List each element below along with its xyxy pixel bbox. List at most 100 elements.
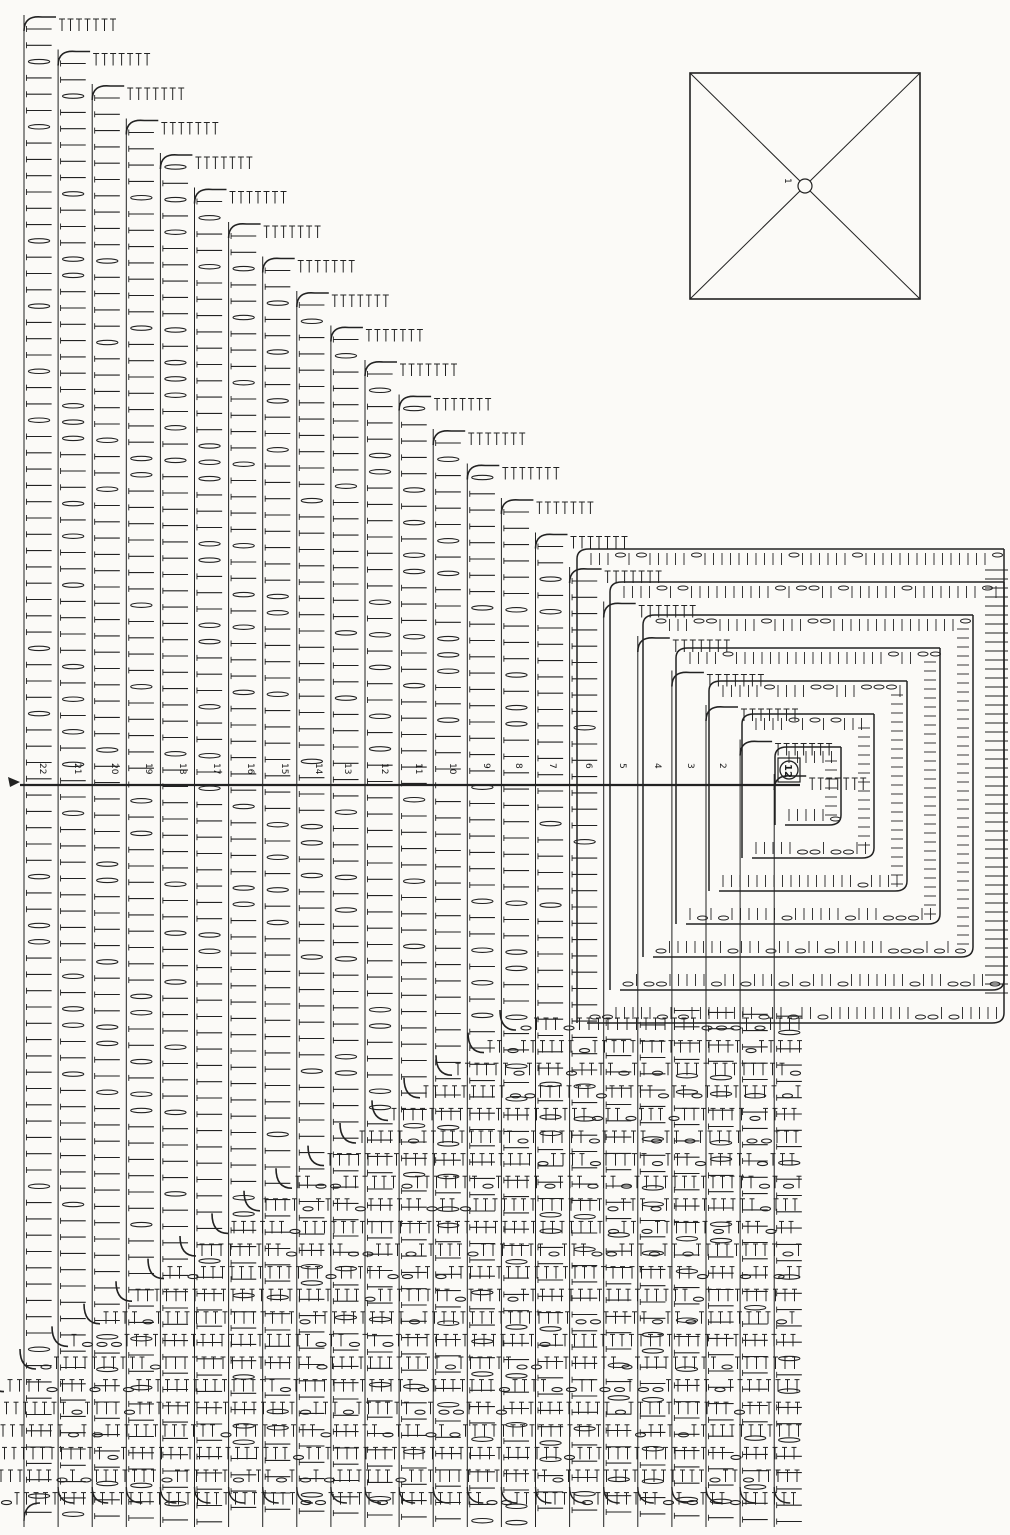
chain-loop-icon — [301, 498, 322, 502]
chain-loop-icon — [28, 923, 49, 927]
turn-loop-icon — [244, 1191, 260, 1211]
chain-loop-icon — [165, 426, 186, 430]
chain-loop-icon — [267, 1409, 288, 1413]
stitch-row — [0, 1372, 800, 1392]
chain-loop-icon — [388, 1275, 398, 1279]
chain-loop-icon — [540, 1342, 550, 1346]
chain-loop-icon — [472, 1437, 493, 1441]
chain-loop-icon — [233, 1440, 254, 1444]
chain-loop-icon — [746, 1049, 756, 1053]
chain-loop-icon — [233, 315, 254, 319]
turn-loop-icon — [0, 1372, 4, 1392]
chain-loop-icon — [642, 1398, 663, 1402]
chain-loop-icon — [745, 1485, 766, 1489]
top-edge-stitches — [93, 54, 150, 66]
chain-loop-icon — [165, 1110, 186, 1114]
chain-loop-icon — [564, 1026, 574, 1030]
chain-loop-icon — [438, 539, 459, 543]
chain-loop-icon — [588, 1184, 598, 1188]
chain-loop-icon — [63, 1202, 84, 1206]
chain-loop-icon — [626, 1116, 636, 1120]
chain-loop-icon — [506, 722, 527, 726]
top-edge-stitches — [127, 88, 184, 100]
chain-loop-icon — [438, 718, 459, 722]
chain-loop-icon — [511, 1094, 521, 1098]
chain-loop-icon — [69, 1433, 79, 1437]
chain-loop-icon — [97, 1025, 118, 1029]
chain-loop-icon — [28, 940, 49, 944]
chain-loop-icon — [233, 1375, 254, 1379]
chain-loop-icon — [63, 436, 84, 440]
chain-loop-icon — [483, 1184, 493, 1188]
chain-loop-icon — [300, 1320, 310, 1324]
chain-loop-icon — [301, 955, 322, 959]
chain-loop-icon — [518, 1139, 528, 1143]
stitch-row — [148, 1259, 802, 1279]
chain-loop-icon — [438, 571, 459, 575]
chain-loop-icon — [506, 1260, 527, 1264]
chain-loop-icon — [63, 1072, 84, 1076]
chain-loop-icon — [97, 748, 118, 752]
chain-loop-icon — [642, 1479, 663, 1483]
stitch-row — [0, 1394, 800, 1414]
chain-loop-icon — [165, 1045, 186, 1049]
chain-loop-icon — [438, 1403, 459, 1407]
chain-loop-icon — [28, 239, 49, 243]
chain-loop-icon — [287, 1252, 297, 1256]
chain-loop-icon — [567, 1388, 577, 1392]
chain-loop-icon — [221, 1433, 231, 1437]
chain-loop-icon — [131, 1337, 152, 1341]
chain-loop-icon — [608, 1396, 629, 1400]
chain-loop-icon — [783, 1252, 793, 1256]
top-edge-stitches — [502, 468, 559, 480]
chain-loop-icon — [779, 1161, 800, 1165]
chain-loop-icon — [722, 1365, 732, 1369]
chain-loop-icon — [63, 534, 84, 538]
chain-loop-icon — [301, 1493, 322, 1497]
chain-loop-icon — [540, 1441, 561, 1445]
chain-loop-icon — [438, 636, 459, 640]
chain-loop-icon — [165, 752, 186, 756]
chain-loop-icon — [28, 711, 49, 715]
chain-loop-icon — [267, 692, 288, 696]
chain-loop-icon — [131, 1108, 152, 1112]
chain-loop-icon — [369, 600, 390, 604]
chain-loop-icon — [506, 608, 527, 612]
chain-loop-icon — [369, 470, 390, 474]
top-edge-stitches — [366, 330, 423, 342]
top-edge-stitches — [434, 399, 491, 411]
chain-loop-icon — [131, 1011, 152, 1015]
chain-loop-icon — [552, 1388, 562, 1392]
chain-loop-icon — [438, 1321, 459, 1325]
chain-loop-icon — [63, 257, 84, 261]
chain-loop-icon — [131, 326, 152, 330]
chain-loop-icon — [317, 1365, 327, 1369]
stitch-row — [180, 1236, 801, 1256]
chain-loop-icon — [97, 259, 118, 263]
chain-loop-icon — [642, 1202, 663, 1206]
chain-loop-icon — [151, 1365, 161, 1369]
chain-loop-icon — [143, 1320, 153, 1324]
chain-loop-icon — [335, 908, 356, 912]
chain-loop-icon — [608, 1477, 629, 1481]
chain-loop-icon — [199, 705, 220, 709]
chain-loop-icon — [131, 1092, 152, 1096]
chain-loop-icon — [591, 1320, 601, 1324]
turn-loop-icon — [372, 1100, 388, 1120]
chain-loop-icon — [369, 1382, 390, 1386]
chain-loop-icon — [404, 798, 425, 802]
chain-loop-icon — [335, 354, 356, 358]
chain-loop-icon — [574, 1426, 595, 1430]
chain-loop-icon — [574, 1247, 595, 1251]
chain-loop-icon — [188, 1275, 198, 1279]
chain-loop-icon — [199, 265, 220, 269]
chain-loop-icon — [28, 1494, 49, 1498]
chain-loop-icon — [301, 1281, 322, 1285]
turn-loop-icon — [180, 1236, 196, 1256]
chain-loop-icon — [745, 1306, 766, 1310]
chain-loop-icon — [267, 888, 288, 892]
stitch-column — [638, 636, 666, 1527]
chain-loop-icon — [590, 1139, 600, 1143]
chain-loop-icon — [233, 804, 254, 808]
